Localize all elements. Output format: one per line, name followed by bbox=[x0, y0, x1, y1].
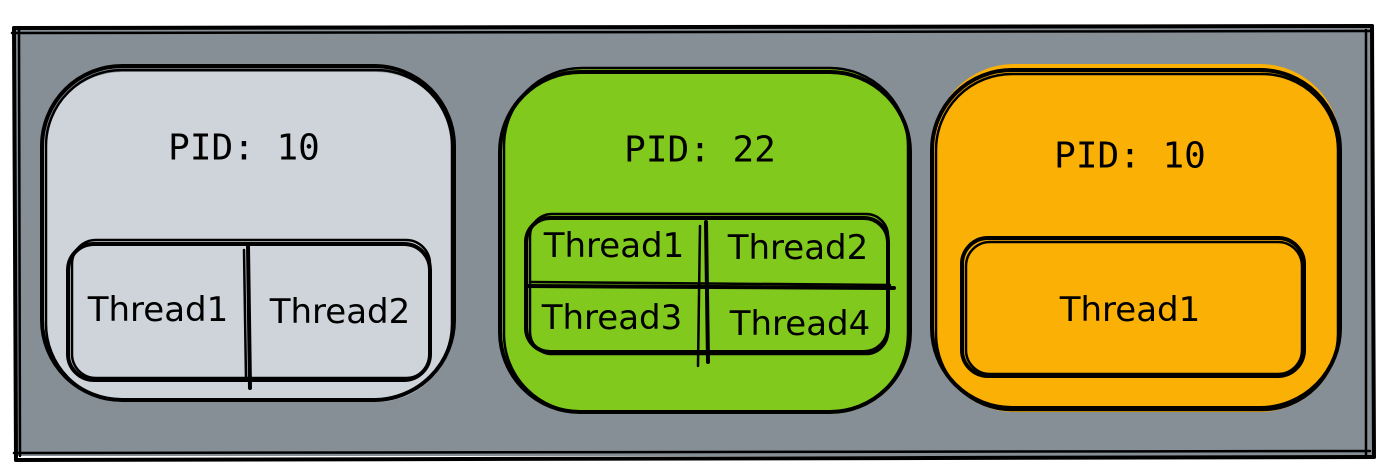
process-card-1: PID: 10 Thread1 Thread2 bbox=[40, 64, 456, 402]
process-card-2: PID: 22 Thread1 Thread2 Thread3 Thread4 bbox=[498, 66, 912, 414]
process-1-thread-2: Thread2 bbox=[269, 292, 411, 332]
process-3-pid-label: PID: 10 bbox=[1054, 136, 1206, 177]
process-card-1-fill bbox=[44, 72, 454, 402]
process-2-thread-2: Thread2 bbox=[727, 228, 869, 268]
process-card-3: PID: 10 Thread1 bbox=[930, 64, 1342, 412]
process-3-thread-1: Thread1 bbox=[1059, 290, 1201, 330]
process-2-thread-3: Thread3 bbox=[541, 298, 683, 338]
process-2-thread-table: Thread1 Thread2 Thread3 Thread4 bbox=[524, 212, 896, 368]
process-2-thread-1: Thread1 bbox=[543, 226, 685, 266]
process-3-thread-table: Thread1 bbox=[960, 236, 1306, 378]
process-2-pid-label: PID: 22 bbox=[624, 130, 776, 171]
process-1-thread-1: Thread1 bbox=[87, 290, 229, 330]
process-2-thread-4: Thread4 bbox=[729, 304, 871, 344]
process-1-pid-label: PID: 10 bbox=[168, 128, 320, 169]
process-1-thread-table: Thread1 Thread2 bbox=[66, 238, 432, 390]
